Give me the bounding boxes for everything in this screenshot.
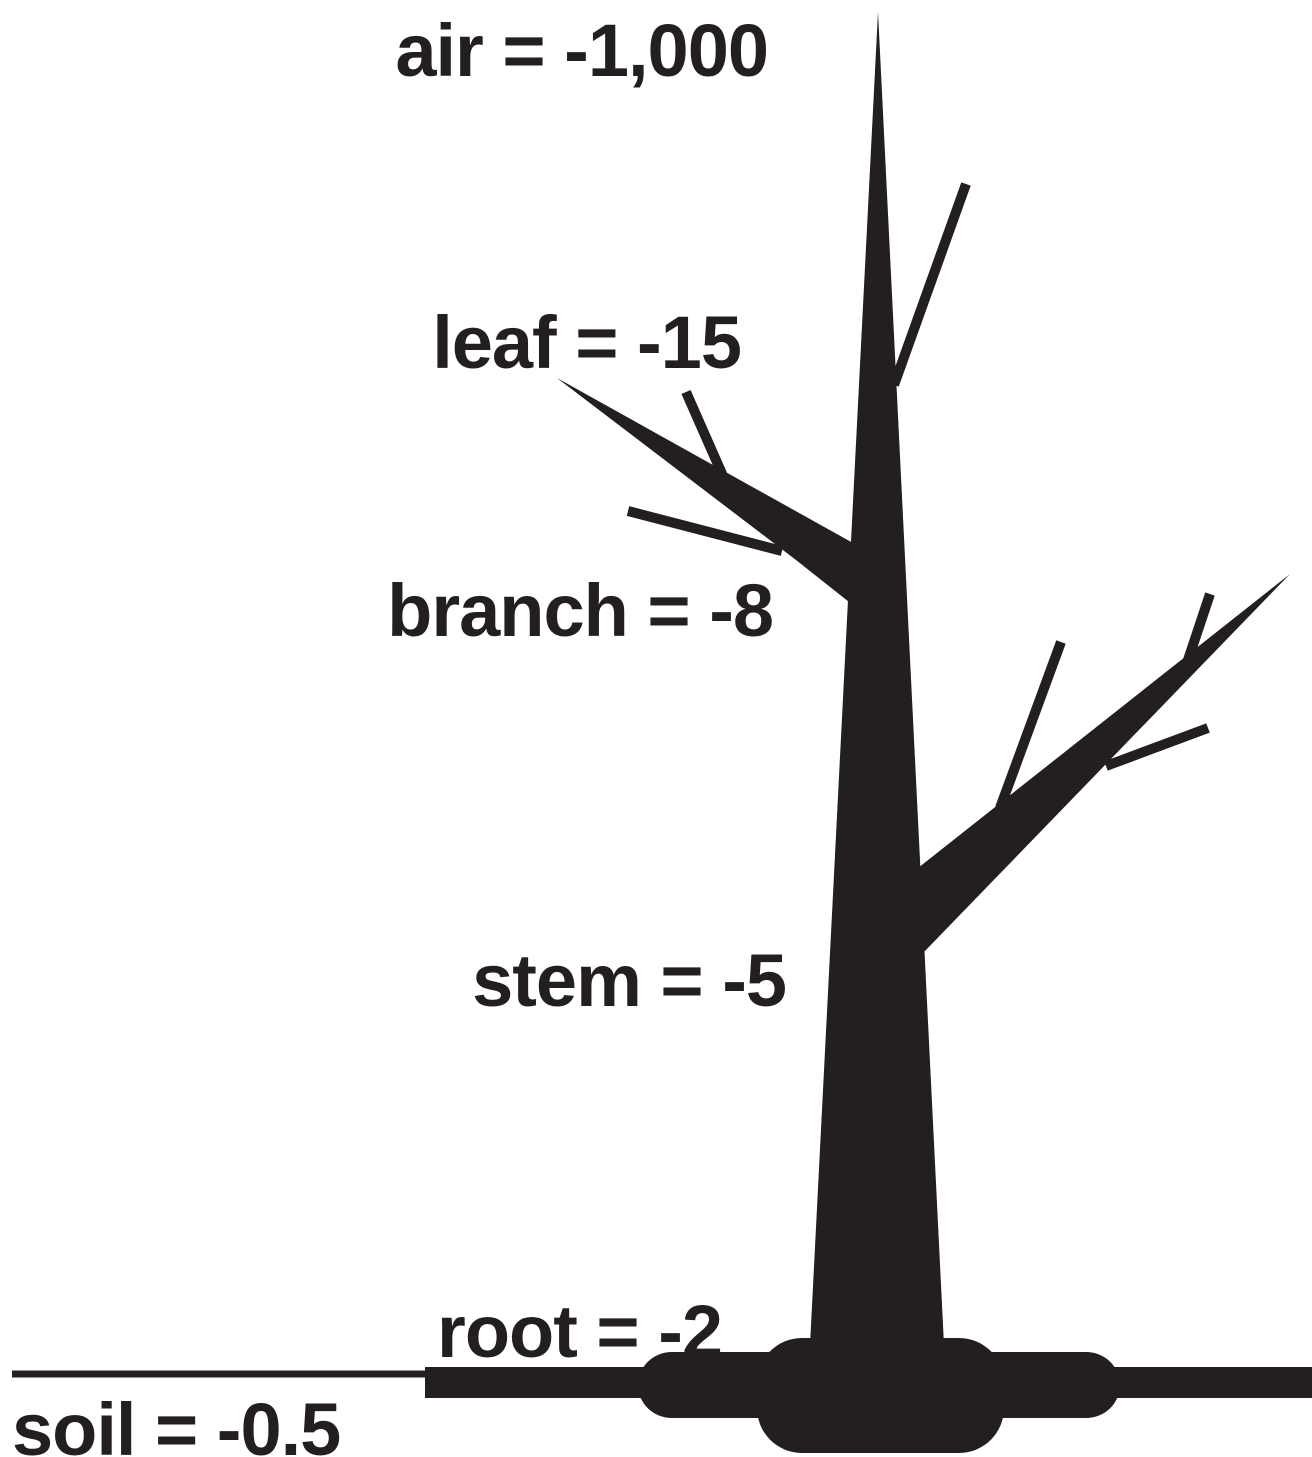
twig-right-a: [995, 640, 1066, 810]
twig-right-top: [889, 182, 971, 387]
trunk: [810, 12, 944, 1345]
label-leaf: leaf = -15: [432, 301, 742, 384]
branch-right: [918, 574, 1290, 952]
label-air: air = -1,000: [395, 9, 769, 92]
twig-right-b: [1183, 592, 1215, 662]
twig-left-upper: [681, 389, 728, 479]
label-root: root = -2: [437, 1290, 723, 1373]
label-branch: branch = -8: [387, 569, 774, 652]
twig-right-c: [1104, 723, 1210, 771]
label-soil: soil = -0.5: [12, 1388, 341, 1457]
label-stem: stem = -5: [472, 939, 787, 1022]
twig-left-lower: [626, 506, 784, 556]
root-base: [757, 1338, 1004, 1453]
